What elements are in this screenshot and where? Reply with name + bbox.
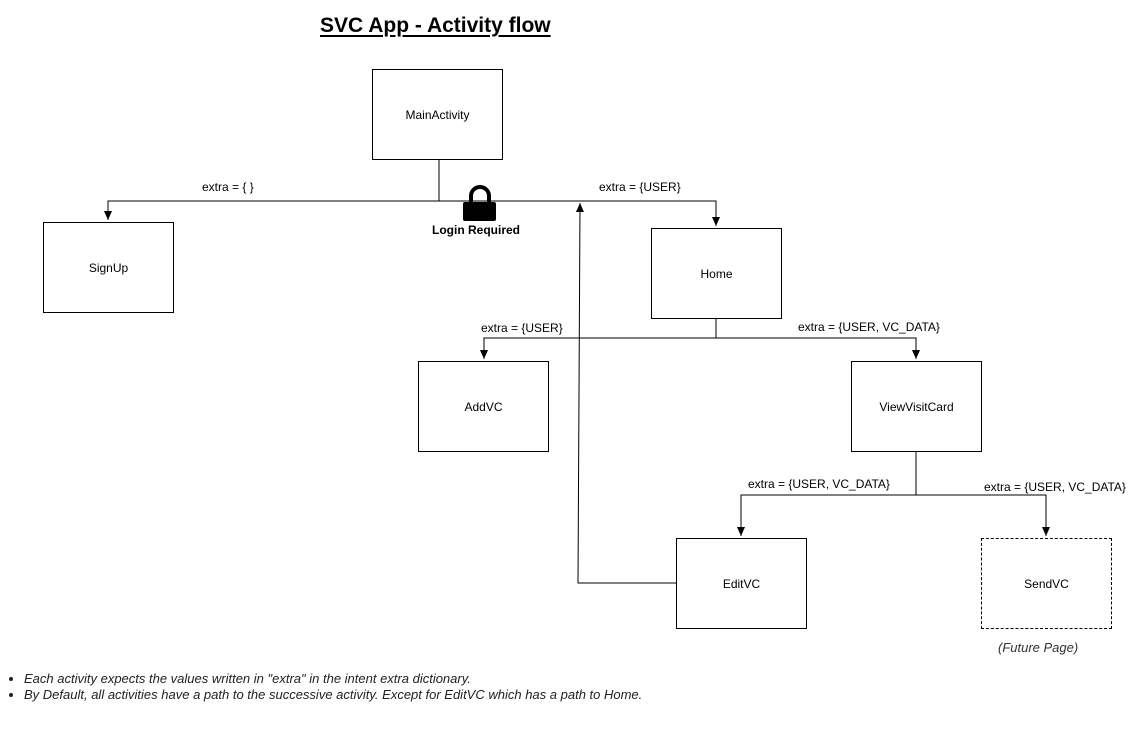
- edge-home-to-addvc: [480, 319, 717, 359]
- node-signup: SignUp: [43, 222, 174, 313]
- notes-list: Each activity expects the values written…: [8, 671, 642, 703]
- node-addvc: AddVC: [418, 361, 549, 452]
- node-viewvisitcard: ViewVisitCard: [851, 361, 982, 452]
- edge-label-view-to-sendvc: extra = {USER, VC_DATA}: [984, 480, 1126, 494]
- edge-main-to-home: [439, 200, 720, 226]
- edge-label-view-to-editvc: extra = {USER, VC_DATA}: [748, 477, 890, 491]
- edge-label-home-to-addvc: extra = {USER}: [481, 321, 563, 335]
- edge-label-main-to-signup: extra = { }: [202, 180, 254, 194]
- edge-view-to-sendvc: [916, 494, 1050, 536]
- lock-label: Login Required: [432, 223, 520, 237]
- page-title: SVC App - Activity flow: [320, 14, 551, 37]
- edge-view-to-editvc: [737, 452, 917, 536]
- edge-main-to-signup: [104, 160, 440, 220]
- node-home: Home: [651, 228, 782, 319]
- sendvc-future-note: (Future Page): [998, 640, 1079, 655]
- edge-home-to-viewvisitcard: [716, 337, 920, 359]
- note-item: Each activity expects the values written…: [24, 671, 642, 687]
- edge-label-main-to-home: extra = {USER}: [599, 180, 681, 194]
- node-editvc: EditVC: [676, 538, 807, 629]
- note-item: By Default, all activities have a path t…: [24, 687, 642, 703]
- node-sendvc: SendVC: [981, 538, 1112, 629]
- lock-icon: [463, 185, 496, 221]
- node-mainactivity: MainActivity: [372, 69, 503, 160]
- edge-label-home-to-viewvisitcard: extra = {USER, VC_DATA}: [798, 320, 940, 334]
- edge-editvc-to-home: [575, 202, 677, 584]
